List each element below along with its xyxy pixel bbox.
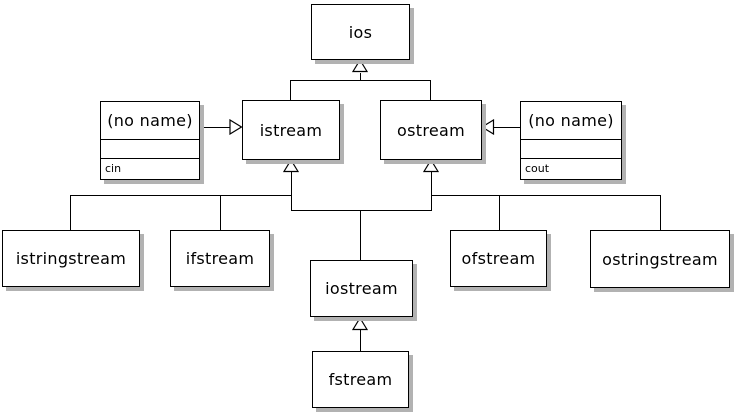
connector-line: [493, 127, 521, 128]
class-box-ostringstream[interactable]: ostringstream: [590, 230, 730, 288]
connector-line: [70, 195, 71, 230]
connector-line: [199, 127, 230, 128]
class-box-istream[interactable]: istream: [242, 100, 340, 160]
class-label: ifstream: [185, 249, 255, 268]
class-label: fstream: [328, 370, 393, 389]
object-member-cout: cout: [521, 158, 621, 178]
object-box-cout[interactable]: (no name) cout: [520, 101, 622, 180]
connector-line: [290, 80, 431, 81]
inheritance-arrowhead-icon: [352, 317, 368, 331]
empty-compartment: [521, 139, 621, 158]
inheritance-arrowhead-icon: [352, 59, 368, 73]
class-label: istream: [259, 120, 323, 140]
class-box-ofstream[interactable]: ofstream: [450, 230, 547, 287]
inheritance-arrowhead-icon: [283, 159, 299, 173]
class-box-ifstream[interactable]: ifstream: [170, 230, 270, 287]
connector-line: [290, 80, 291, 100]
object-title: (no name): [528, 111, 614, 130]
class-label: ostringstream: [602, 249, 718, 269]
class-box-istringstream[interactable]: istringstream: [2, 230, 140, 287]
class-label: ios: [348, 22, 373, 42]
class-label: istringstream: [15, 249, 127, 268]
class-label: ofstream: [461, 249, 536, 268]
class-label: iostream: [325, 279, 398, 298]
connector-line: [220, 195, 221, 230]
class-box-fstream[interactable]: fstream: [312, 351, 409, 408]
inheritance-arrowhead-icon: [423, 159, 439, 173]
empty-compartment: [101, 139, 199, 158]
connector-line: [431, 195, 661, 196]
connector-line: [291, 171, 292, 211]
class-box-ios[interactable]: ios: [311, 4, 410, 60]
connector-line: [430, 80, 431, 100]
inheritance-arrowhead-icon: [481, 119, 495, 135]
connector-line: [431, 171, 432, 211]
object-member-cin: cin: [101, 158, 199, 178]
connector-line: [360, 210, 361, 260]
class-label: ostream: [397, 120, 465, 140]
connector-line: [499, 195, 500, 230]
inheritance-arrowhead-icon: [229, 119, 243, 135]
object-box-cin[interactable]: (no name) cin: [100, 101, 200, 180]
connector-line: [360, 73, 361, 81]
connector-line: [360, 330, 361, 351]
connector-line: [291, 210, 432, 211]
connector-line: [70, 195, 291, 196]
object-title: (no name): [107, 111, 193, 130]
class-box-iostream[interactable]: iostream: [310, 260, 413, 317]
connector-line: [660, 195, 661, 230]
class-box-ostream[interactable]: ostream: [380, 100, 482, 160]
